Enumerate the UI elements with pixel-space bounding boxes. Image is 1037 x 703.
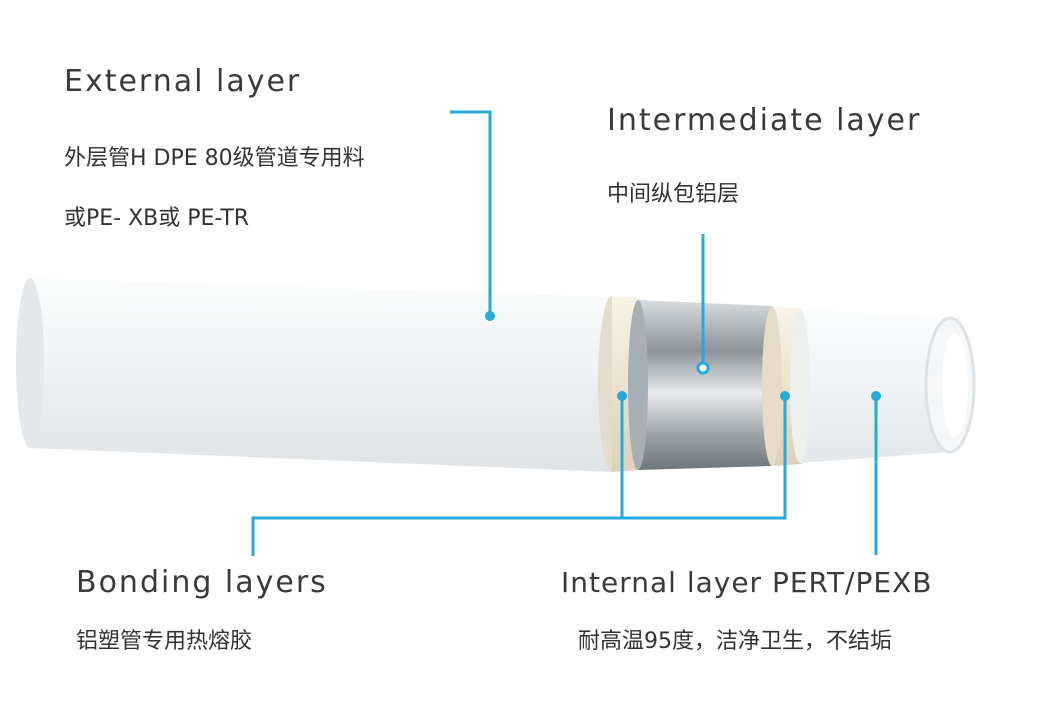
intermediate-layer-desc: 中间纵包铝层 [607, 182, 740, 207]
internal-layer-desc: 耐高温95度，洁净卫生，不结垢 [578, 629, 892, 654]
dot-bonding-right [780, 391, 790, 401]
dot-intermediate [696, 361, 710, 375]
bonding-layers-desc: 铝塑管专用热熔胶 [76, 629, 253, 654]
internal-layer-title: Internal layer PERT/PEXB [561, 566, 933, 599]
intermediate-layer-title: Intermediate layer [607, 103, 922, 138]
inner-pipe [790, 309, 976, 463]
leader-line-bonding [251, 396, 787, 556]
leader-lines [251, 110, 878, 556]
external-layer-desc-2: 或PE- XB或 PE-TR [64, 206, 250, 231]
aluminum-layer [628, 300, 772, 470]
leader-dots [485, 311, 881, 401]
dot-external [485, 311, 495, 321]
outer-pipe [16, 278, 626, 472]
dot-internal [871, 391, 881, 401]
leader-line-external [450, 110, 492, 315]
external-layer-desc-1: 外层管H DPE 80级管道专用料 [64, 146, 365, 171]
bonding-layers-title: Bonding layers [76, 565, 328, 600]
dot-bonding-left [617, 391, 627, 401]
external-layer-title: External layer [64, 64, 302, 99]
